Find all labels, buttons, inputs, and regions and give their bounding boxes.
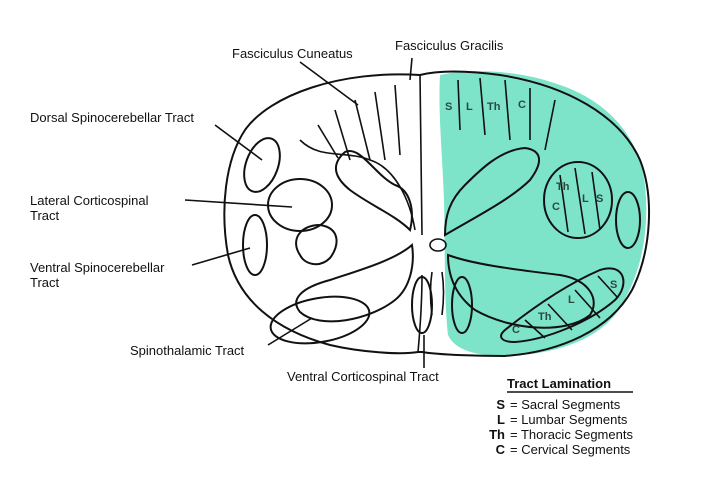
- right-spinothalamic-lamination-lines: [524, 275, 619, 339]
- legend-abbr-l: L: [497, 412, 505, 427]
- legend-abbr-th: Th: [489, 427, 505, 442]
- pointer-ventral-spinocerebellar: [191, 247, 251, 266]
- right-lateral-lamination-lines: [559, 167, 601, 235]
- ventral-seg-c: C: [512, 324, 520, 336]
- legend-abbr-c: C: [496, 442, 506, 457]
- label-dorsal-spinocerebellar: Dorsal Spinocerebellar Tract: [30, 110, 194, 125]
- dorsal-seg-s: S: [445, 101, 452, 113]
- right-lateral-corticospinal-tract: [543, 161, 613, 239]
- lateral-seg-l: L: [582, 193, 589, 205]
- label-fasciculus-cuneatus: Fasciculus Cuneatus: [232, 46, 353, 61]
- dorsal-seg-l: L: [466, 101, 473, 113]
- right-gray-matter: [443, 146, 540, 237]
- legend-text-c: = Cervical Segments: [510, 442, 631, 457]
- dorsal-spinocerebellar-tract: [243, 137, 281, 193]
- ventral-median-fissure: [417, 274, 423, 353]
- label-ventral-corticospinal: Ventral Corticospinal Tract: [287, 369, 439, 384]
- left-ventral-horn: [295, 243, 414, 323]
- dorsal-seg-th: Th: [487, 101, 501, 113]
- pointer-fasciculus-cuneatus: [299, 61, 359, 106]
- left-gray-matter: [335, 149, 413, 232]
- ventral-spinocerebellar-tract: [242, 214, 268, 276]
- ventral-seg-s: S: [610, 279, 617, 291]
- lateral-seg-s: S: [596, 193, 603, 205]
- lateral-seg-c: C: [552, 201, 560, 213]
- right-spinothalamic-tract: [500, 267, 625, 344]
- label-ventral-spinocerebellar-1: Ventral Spinocerebellar: [30, 260, 165, 275]
- legend-text-l: = Lumbar Segments: [510, 412, 628, 427]
- right-dorsal-spinocerebellar-tract: [615, 191, 641, 249]
- legend-text-th: = Thoracic Segments: [510, 427, 633, 442]
- label-ventral-spinocerebellar-2: Tract: [30, 275, 60, 290]
- label-lateral-corticospinal-2: Tract: [30, 208, 60, 223]
- spinothalamic-tract: [269, 295, 371, 345]
- right-ventral-spinocerebellar-tract: [451, 276, 473, 334]
- lateral-seg-th: Th: [556, 181, 570, 193]
- label-fasciculus-gracilis: Fasciculus Gracilis: [395, 38, 504, 53]
- legend: Tract Lamination S = Sacral Segments L =…: [489, 376, 633, 457]
- lamination-highlight-region: [439, 71, 647, 356]
- left-lateral-horn: [295, 223, 338, 266]
- spinal-cord-outline: [223, 70, 651, 358]
- dorsal-median-sulcus: [419, 74, 423, 236]
- pointer-fasciculus-gracilis: [409, 57, 413, 81]
- pointer-dorsal-spinocerebellar: [214, 124, 263, 161]
- ventral-fissure-right: [441, 271, 445, 316]
- ventral-corticospinal-tract: [411, 276, 433, 334]
- legend-text-s: = Sacral Segments: [510, 397, 621, 412]
- ventral-seg-l: L: [568, 294, 575, 306]
- posterior-column-boundary: [299, 139, 416, 231]
- legend-title: Tract Lamination: [507, 376, 611, 391]
- lateral-corticospinal-tract: [267, 178, 333, 232]
- dorsal-seg-c: C: [518, 99, 526, 111]
- gracilis-wedge-lines: [317, 84, 401, 161]
- label-spinothalamic: Spinothalamic Tract: [130, 343, 245, 358]
- label-lateral-corticospinal-1: Lateral Corticospinal: [30, 193, 149, 208]
- right-lateral-wedge-lines: [457, 77, 556, 151]
- right-ventral-horn: [446, 253, 595, 329]
- pointer-lateral-corticospinal: [184, 199, 293, 208]
- pointer-spinothalamic: [267, 317, 313, 346]
- ventral-seg-th: Th: [538, 311, 552, 323]
- legend-abbr-s: S: [496, 397, 505, 412]
- central-canal: [429, 238, 447, 252]
